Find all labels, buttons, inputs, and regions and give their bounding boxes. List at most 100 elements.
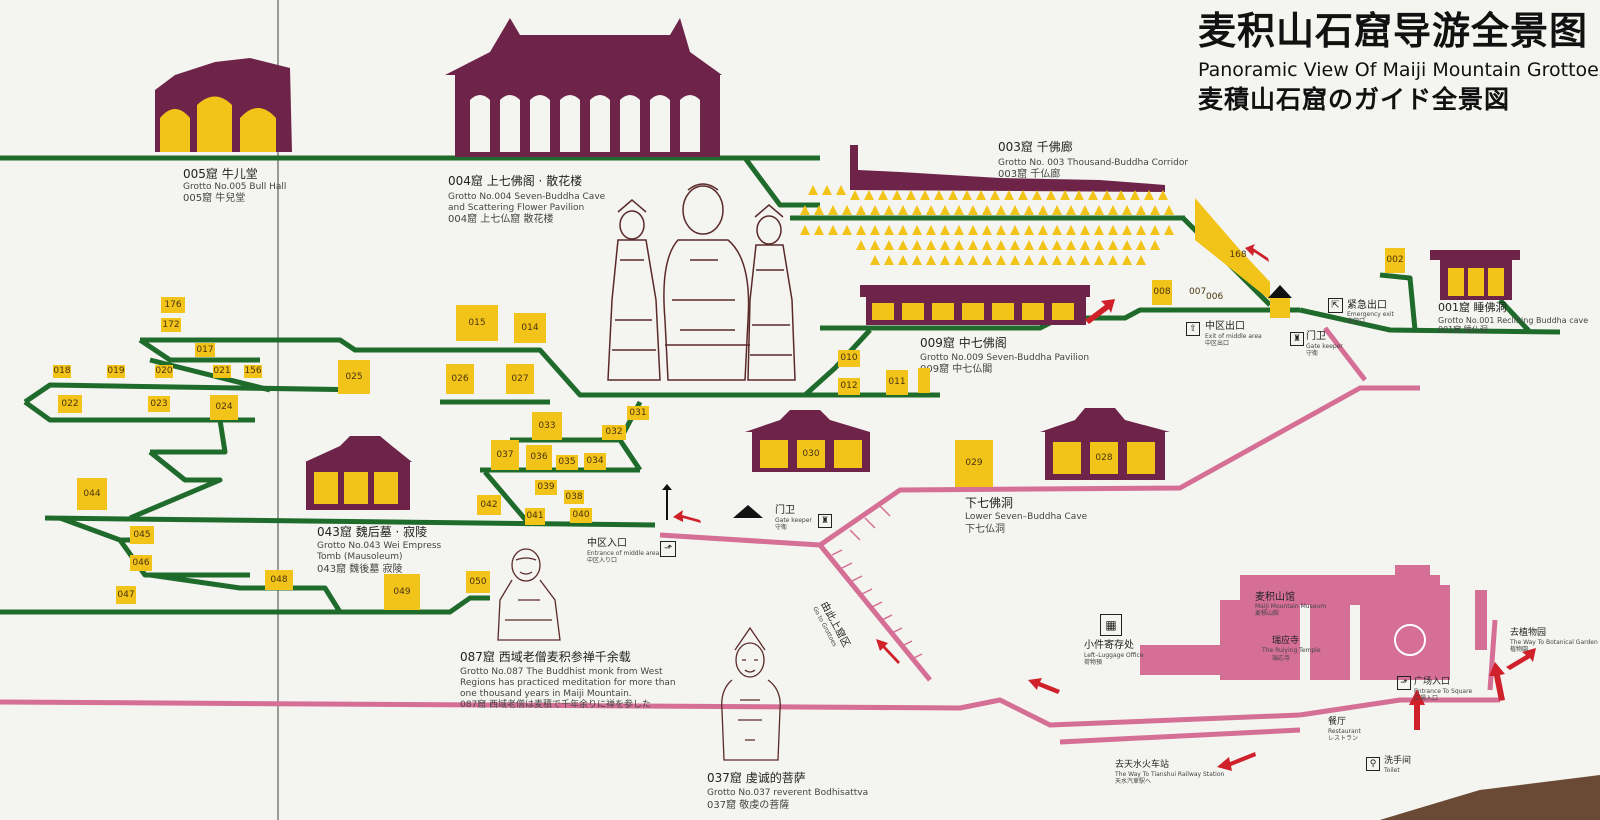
museum-cn: 麦积山馆 [1255,592,1295,603]
cave-marker-007[interactable]: 007 [1189,287,1207,297]
lower-cave-en: Lower Seven–Buddha Cave [965,512,1088,522]
cave-marker-048[interactable]: 048 [265,570,293,590]
cave-marker-033[interactable]: 033 [532,412,562,440]
cave-marker-029[interactable]: 029 [955,440,993,487]
cave-marker-035[interactable]: 035 [556,455,578,470]
cave-marker-020[interactable]: 020 [155,365,173,378]
station-cn: 去天水火车站 [1115,760,1170,770]
square-en: Entrance To Square [1414,688,1473,695]
cave-009-jp: 009窟 中七仏閣 [920,364,993,375]
cave-marker-030[interactable]: 030 [802,449,820,459]
cave-028-building [1040,408,1170,480]
green-paths [0,155,1561,615]
cave-marker-168[interactable]: 168 [1229,250,1247,260]
restaurant-en: Restaurant [1328,728,1361,735]
cave-marker-036[interactable]: 036 [526,445,552,470]
middle-entrance-en: Entrance of middle area [587,550,660,557]
cave-marker-039[interactable]: 039 [535,480,557,495]
cave-marker-026[interactable]: 026 [446,364,474,394]
cave-005-jp: 005窟 牛兒堂 [183,193,246,204]
gatehouse-roof [1268,285,1292,298]
square-jp: 広場入口 [1414,695,1439,702]
restaurant-cn: 餐厅 [1328,717,1347,727]
cave-marker-012[interactable]: 012 [838,378,860,395]
cave-marker-018[interactable]: 018 [53,365,71,378]
middle-seven-buddha-pavilion [860,285,1090,325]
toilet-en: Toilet [1384,767,1400,774]
cave-marker-034[interactable]: 034 [584,453,606,470]
cave-marker-049[interactable]: 049 [384,574,420,610]
cave-marker-156[interactable]: 156 [244,365,262,378]
botanical-cn: 去植物园 [1510,628,1547,638]
cave-marker-046[interactable]: 046 [130,555,152,571]
cave-087-en3: one thousand years in Maiji Mountain. [460,689,632,699]
cave-marker-015[interactable]: 015 [456,305,498,341]
cave-004-en2: and Scattering Flower Pavilion [448,203,585,213]
luggage-icon: ▦ [1100,614,1122,636]
stairs [831,505,923,660]
monk-087-drawing [497,548,561,641]
cave-marker-024[interactable]: 024 [210,395,238,420]
cave-marker-042[interactable]: 042 [477,495,501,515]
cave-087-en2: Regions has practiced meditation for mor… [460,678,676,688]
lower-cave-cn: 下七佛洞 [965,496,1014,510]
middle-exit-en: Exit of middle area [1205,333,1262,340]
map-title-japanese: 麦積山石窟のガイド全景図 [1198,85,1511,114]
cave-marker-022[interactable]: 022 [58,395,82,413]
square-cn: 广场入口 [1414,677,1451,687]
cave-043-en1: Grotto No.043 Wei Empress [317,541,442,551]
gatekeeper-1-cn: 门卫 [775,505,795,516]
cave-marker-037[interactable]: 037 [491,440,519,470]
gatehouse [1270,298,1290,318]
cave-009-cn: 009窟 中七佛阁 [920,336,1007,350]
cave-marker-047[interactable]: 047 [116,586,136,604]
board-edge [1380,775,1600,820]
cave-marker-172[interactable]: 172 [161,318,181,332]
cave-marker-038[interactable]: 038 [564,490,584,504]
cave-marker-008[interactable]: 008 [1152,280,1172,305]
square-icon: ⬏ [1397,676,1411,690]
temple-en: The Ruiying Temple [1262,647,1321,654]
cave-marker-014[interactable]: 014 [514,313,546,343]
cave-marker-021[interactable]: 021 [213,365,231,378]
toilet-cn: 洗手间 [1384,756,1412,766]
cave-marker-006[interactable]: 006 [1206,292,1224,302]
seven-buddha-pavilion [445,18,722,157]
cave-003-cn: 003窟 千佛廊 [998,140,1073,154]
station-en: The Way To Tianshui Railway Station [1115,771,1225,778]
cave-marker-041[interactable]: 041 [525,508,545,525]
luggage-jp: 荷物預 [1084,659,1103,666]
emergency-exit-en: Emergency exit [1347,311,1394,318]
map-title-chinese: 麦积山石窟导游全景图 [1198,9,1589,53]
cave-marker-002[interactable]: 002 [1385,248,1405,273]
cave-marker-011[interactable]: 011 [886,370,908,395]
cave-marker-027[interactable]: 027 [506,364,534,394]
cave-marker-025[interactable]: 025 [338,360,370,394]
cave-005-cn: 005窟 牛儿堂 [183,167,258,181]
cave-marker-050[interactable]: 050 [466,571,490,593]
cave-marker-040[interactable]: 040 [570,508,592,523]
thousand-buddha-figures [800,185,1174,265]
gatekeeper-2-en: Gate keeper [1306,343,1343,350]
cave-marker-028[interactable]: 028 [1095,453,1113,463]
cave-marker-023[interactable]: 023 [148,396,170,412]
cave-marker-019[interactable]: 019 [107,365,125,378]
cave-003-jp: 003窟 千仏廊 [998,169,1061,180]
middle-exit-jp: 中区出口 [1205,340,1230,347]
cave-marker-017[interactable]: 017 [195,343,215,357]
cave-001-cn: 001窟 睡佛洞 [1438,301,1507,314]
cave-marker-010[interactable]: 010 [838,350,860,367]
cave-030-building [745,410,870,472]
restaurant-jp: レストラン [1328,735,1359,742]
bull-hall-building [155,58,292,152]
cave-168-slope [1195,198,1270,300]
cave-marker-045[interactable]: 045 [130,526,154,544]
cave-043-en2: Tomb (Mausoleum) [317,552,403,562]
cave-marker-176[interactable]: 176 [161,297,185,313]
cave-marker-044[interactable]: 044 [77,478,107,510]
cave-marker-031[interactable]: 031 [627,406,649,420]
cave-marker-032[interactable]: 032 [602,425,626,440]
botanical-jp: 植物園 [1510,646,1529,653]
cave-marker-009[interactable]: 009 [918,368,930,393]
